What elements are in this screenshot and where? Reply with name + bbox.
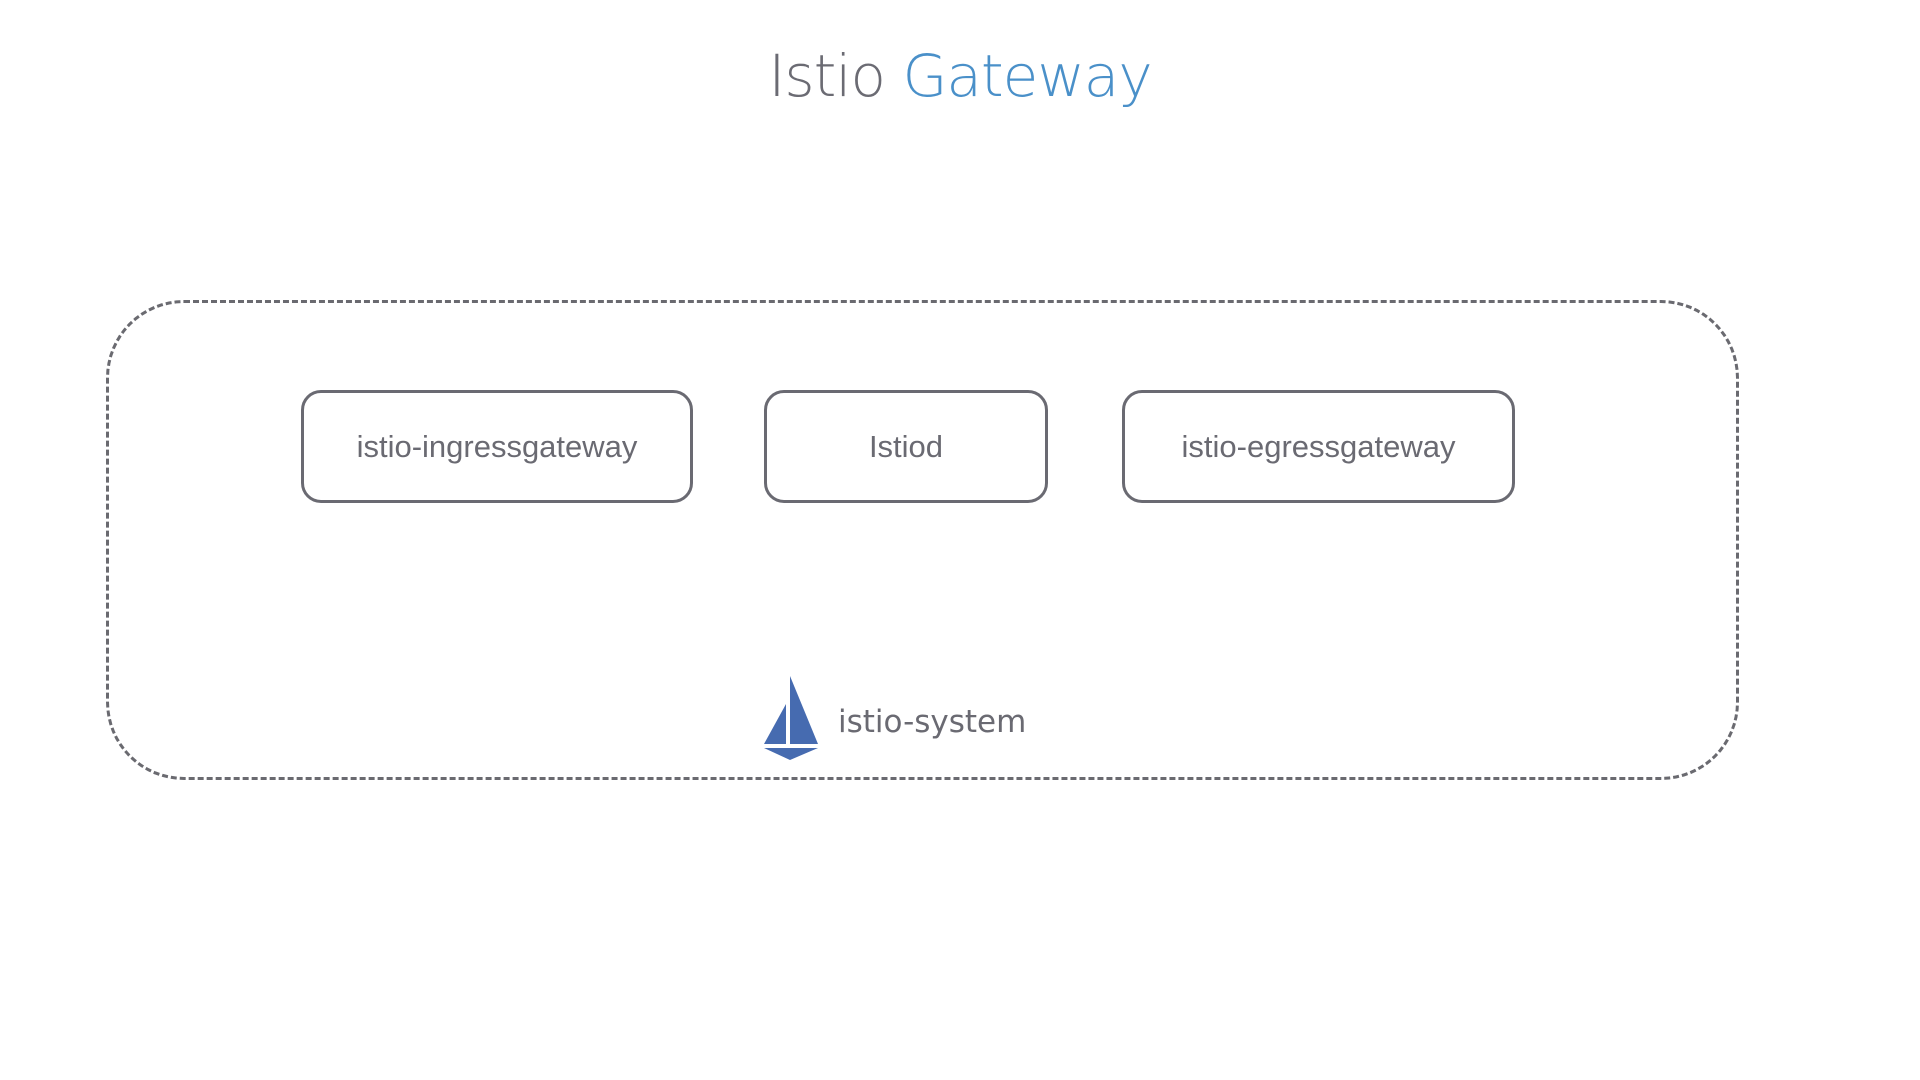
title-gateway: Gateway bbox=[902, 42, 1152, 110]
ingressgateway-label: istio-ingressgateway bbox=[356, 428, 638, 464]
istiod-label: Istiod bbox=[868, 428, 944, 464]
istio-system-namespace-boundary bbox=[106, 300, 1739, 780]
istiod-box: Istiod bbox=[764, 390, 1048, 503]
egressgateway-box: istio-egressgateway bbox=[1122, 390, 1515, 503]
namespace-label-group: istio-system bbox=[762, 676, 1026, 762]
istio-sail-logo-icon bbox=[764, 676, 818, 760]
ingressgateway-box: istio-ingressgateway bbox=[301, 390, 693, 503]
namespace-label: istio-system bbox=[838, 704, 1027, 740]
page-title: Istio Gateway bbox=[0, 42, 1920, 110]
egressgateway-label: istio-egressgateway bbox=[1181, 428, 1456, 464]
title-istio: Istio bbox=[768, 42, 886, 110]
